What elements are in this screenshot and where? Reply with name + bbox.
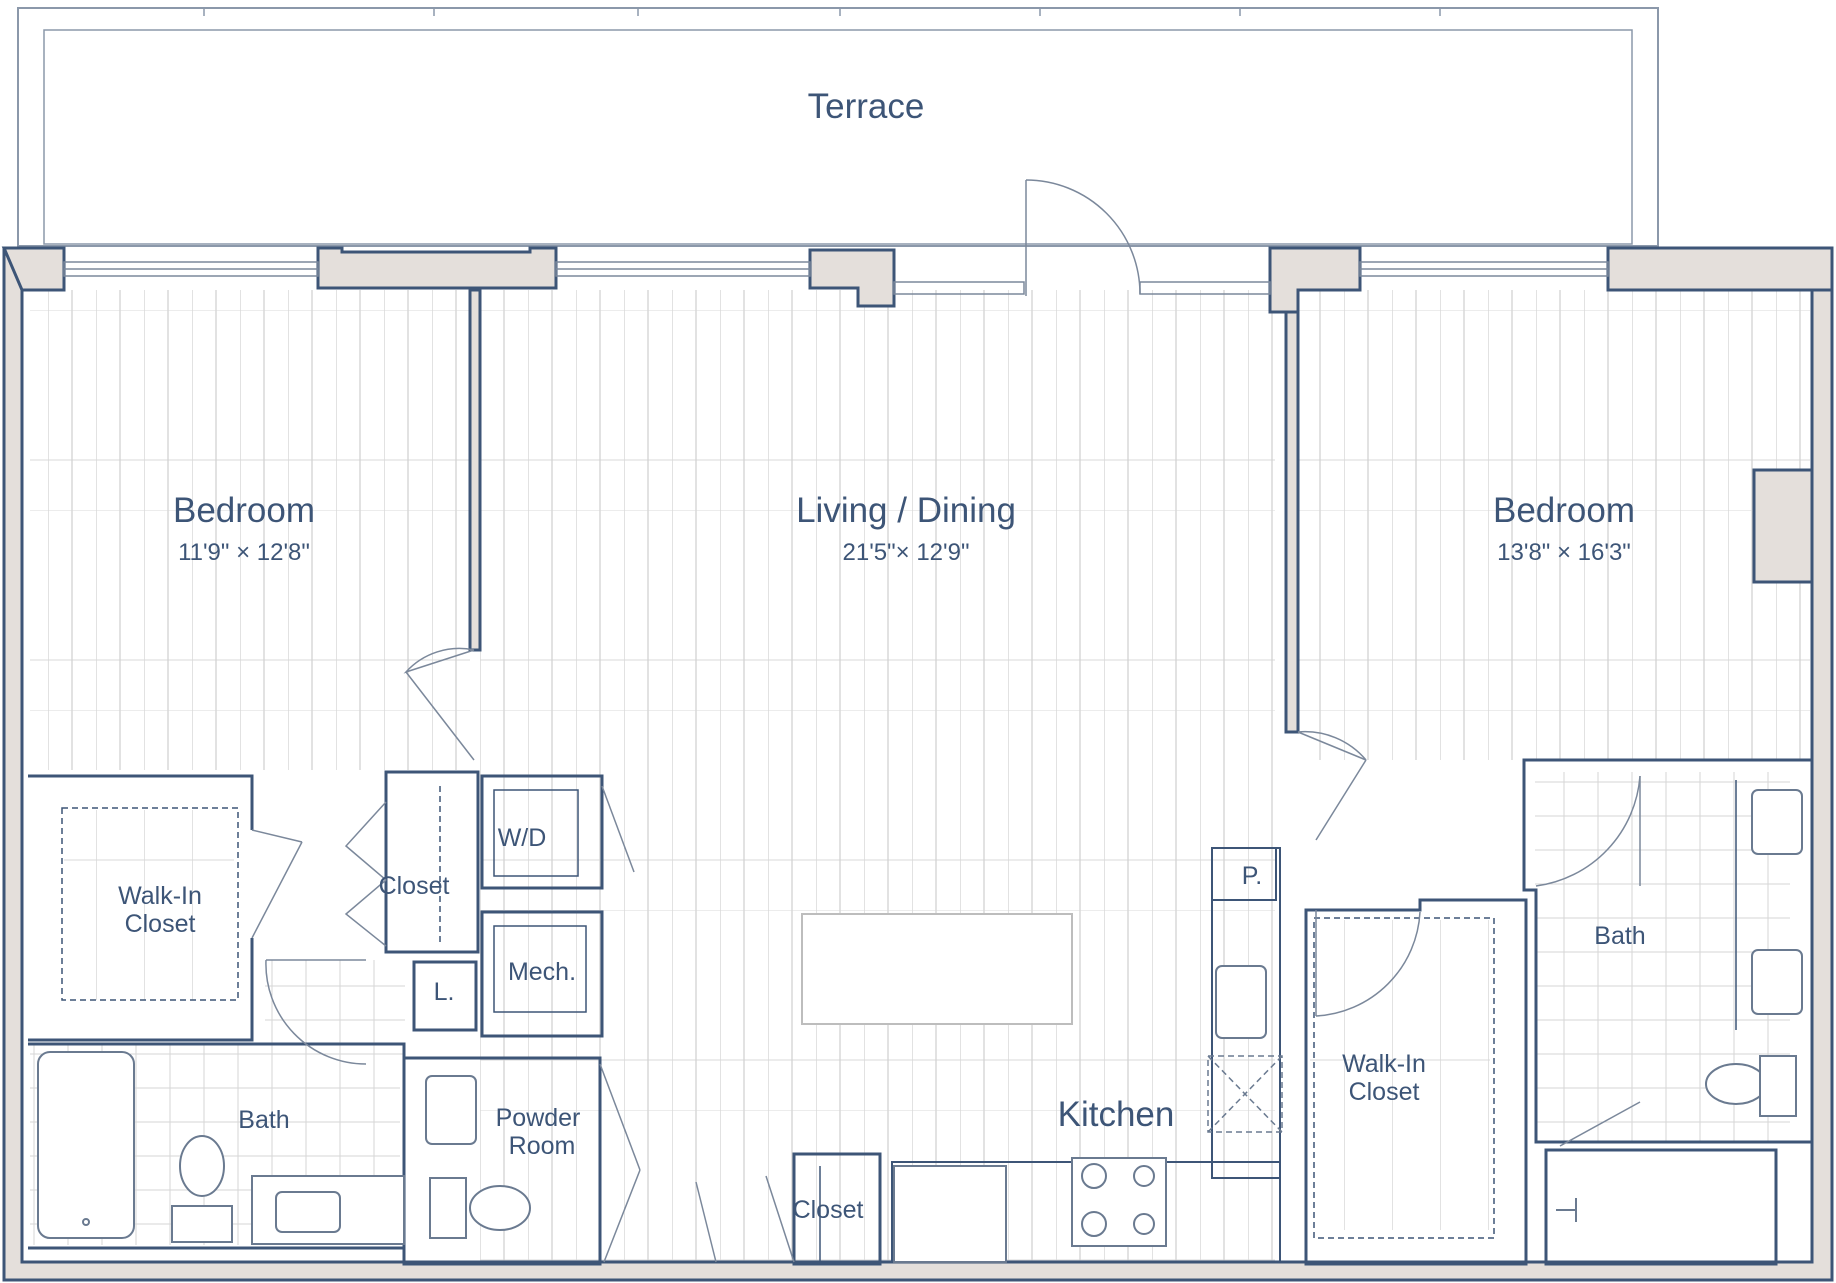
cooktop-icon <box>1071 1157 1167 1247</box>
bedroom-left-label: Bedroom <box>173 491 315 530</box>
closet-entry-label: Closet <box>793 1196 864 1224</box>
walkin-right-label-2: Closet <box>1349 1078 1420 1106</box>
terrace-label: Terrace <box>808 87 925 126</box>
kitchen-label: Kitchen <box>1058 1095 1175 1134</box>
linen-label: L. <box>434 978 455 1006</box>
bedroom-right-dims: 13'8" × 16'3" <box>1497 539 1631 566</box>
terrace-door <box>1025 179 1141 296</box>
wd-label: W/D <box>498 824 547 852</box>
refrigerator-icon <box>893 1165 1007 1263</box>
room-labels: Terrace Bedroom 11'9" × 12'8" Living / D… <box>118 87 1646 1224</box>
walkin-left-label-2: Closet <box>125 910 196 938</box>
bath-left-label: Bath <box>238 1106 289 1134</box>
wood-flooring <box>30 290 1810 1270</box>
bedroom-right-label: Bedroom <box>1493 491 1635 530</box>
bath-right-label: Bath <box>1594 922 1645 950</box>
bedroom-left-dims: 11'9" × 12'8" <box>178 539 310 566</box>
living-dining-dims: 21'5"× 12'9" <box>843 539 970 566</box>
dishwasher-icon <box>1207 1055 1283 1133</box>
walkin-right-label-1: Walk-In <box>1342 1050 1426 1078</box>
door-swing-icon <box>251 647 1641 1263</box>
mech-label: Mech. <box>508 958 576 986</box>
windows <box>63 261 1609 295</box>
powder-room-label-2: Room <box>509 1132 576 1160</box>
closet-center-label: Closet <box>379 872 450 900</box>
powder-room-label-1: Powder <box>496 1104 581 1132</box>
bathtub-icon <box>37 1051 135 1239</box>
sink-icon <box>251 789 1803 1245</box>
pantry-label: P. <box>1242 862 1262 890</box>
toilet-icon <box>171 1055 1797 1243</box>
walls <box>1 246 1834 1282</box>
shower-icon <box>1556 1198 1577 1222</box>
interior-walls <box>28 758 1814 1266</box>
terrace <box>17 7 1659 247</box>
walkin-left-label-1: Walk-In <box>118 882 202 910</box>
living-dining-label: Living / Dining <box>796 491 1016 530</box>
